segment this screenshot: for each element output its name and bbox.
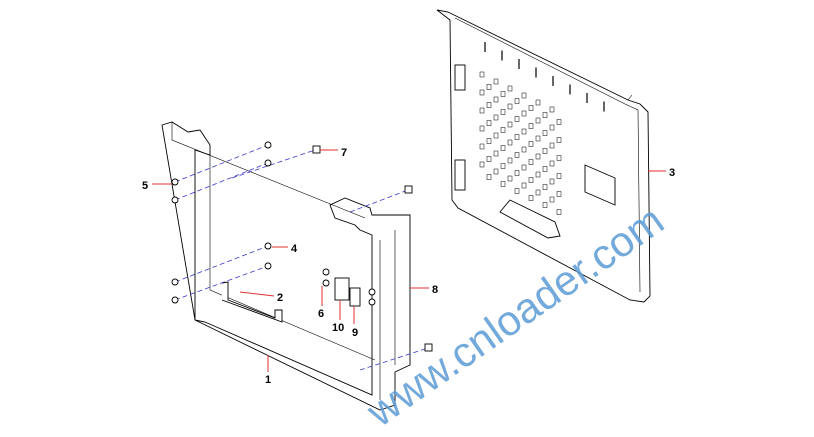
- vent-slot: [549, 196, 555, 203]
- vent-slot: [521, 182, 527, 189]
- vent-slot: [549, 106, 555, 113]
- vent-slot: [556, 137, 562, 143]
- vent-slot: [507, 103, 513, 110]
- vent-slot: [514, 134, 520, 140]
- vent-slot: [493, 114, 499, 121]
- vent-slot: [486, 174, 492, 180]
- vent-slot: [542, 202, 548, 208]
- vent-slot: [535, 153, 541, 160]
- vent-slot: [486, 156, 492, 162]
- vent-slot: [521, 92, 527, 99]
- vent-slot: [528, 105, 534, 111]
- vent-slot: [486, 84, 492, 90]
- vent-slot: [493, 78, 499, 85]
- vent-slot: [500, 145, 506, 151]
- vent-grid: [479, 42, 605, 215]
- vent-slot: [535, 99, 541, 106]
- vent-slot: [514, 188, 520, 194]
- vent-slot: [514, 170, 520, 176]
- vent-slot: [549, 160, 555, 167]
- vent-slot: [549, 178, 555, 185]
- back-cover-panel: [436, 9, 651, 303]
- fasteners: [171, 141, 433, 371]
- vent-slot: [500, 109, 506, 115]
- vent-slot: [556, 209, 562, 215]
- vent-slot: [493, 150, 499, 157]
- label-2: 2: [277, 292, 283, 304]
- vent-slot: [507, 121, 513, 128]
- vent-slot: [486, 102, 492, 108]
- leader-lines: [152, 149, 666, 372]
- vent-slot: [542, 112, 548, 118]
- vent-slot: [507, 157, 513, 164]
- vent-slot: [535, 189, 541, 196]
- vent-slot: [528, 123, 534, 129]
- vent-slot: [514, 116, 520, 122]
- label-5: 5: [142, 180, 148, 192]
- vent-slot: [507, 85, 513, 92]
- vent-slot: [486, 138, 492, 144]
- label-6: 6: [318, 308, 324, 320]
- label-4: 4: [291, 243, 298, 255]
- vent-slot: [500, 91, 506, 97]
- vent-slot: [500, 181, 506, 187]
- vent-slot: [556, 191, 562, 197]
- vent-slot: [493, 168, 499, 175]
- vent-slot: [542, 130, 548, 136]
- vent-slot: [528, 177, 534, 183]
- vent-slot: [521, 164, 527, 171]
- vent-slot: [542, 184, 548, 190]
- vent-slot: [521, 110, 527, 117]
- vent-slot: [528, 159, 534, 165]
- label-8: 8: [432, 284, 438, 296]
- vent-slot: [479, 143, 485, 150]
- label-9: 9: [352, 327, 358, 339]
- vent-slot: [479, 89, 485, 96]
- vent-slot: [521, 146, 527, 153]
- vent-slot: [535, 135, 541, 142]
- vent-slot: [514, 152, 520, 158]
- vent-slot: [500, 127, 506, 133]
- label-7: 7: [341, 147, 347, 159]
- label-10: 10: [332, 322, 344, 334]
- vent-slot: [542, 148, 548, 154]
- vent-slot: [556, 173, 562, 179]
- vent-slot: [479, 71, 485, 78]
- vent-slot: [507, 175, 513, 182]
- front-frame: [161, 121, 411, 411]
- vent-slot: [479, 125, 485, 132]
- vent-slot: [549, 142, 555, 149]
- vent-slot: [500, 163, 506, 169]
- vent-slot: [507, 139, 513, 146]
- vent-slot: [486, 120, 492, 126]
- vent-slot: [528, 141, 534, 147]
- vent-slot: [514, 98, 520, 104]
- vent-slot: [556, 119, 562, 125]
- label-1: 1: [265, 374, 271, 386]
- vent-slot: [521, 128, 527, 135]
- vent-slot: [549, 124, 555, 131]
- vent-slot: [535, 117, 541, 124]
- bracket-assembly: [322, 268, 376, 307]
- vent-slot: [479, 107, 485, 114]
- vent-slot: [479, 161, 485, 168]
- vent-slot: [528, 195, 534, 201]
- vent-slot: [493, 132, 499, 139]
- vent-slot: [556, 155, 562, 161]
- vent-slot: [542, 166, 548, 172]
- label-3: 3: [669, 167, 675, 179]
- vent-slot: [535, 171, 541, 178]
- vent-slot: [493, 96, 499, 103]
